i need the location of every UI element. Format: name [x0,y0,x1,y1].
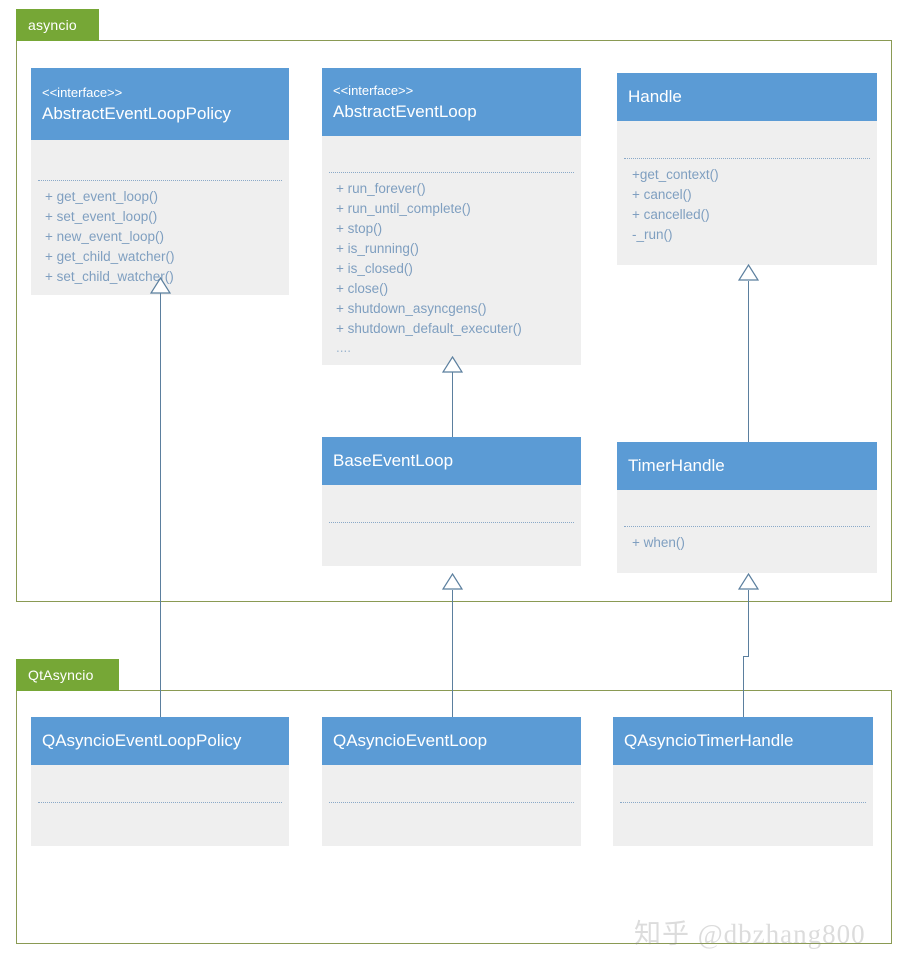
operation-item: + cancel() [632,187,692,202]
generalization-qtimerhandle-line-lower [743,656,744,717]
class-abstract-event-loop[interactable]: <<interface>> AbstractEventLoop + run_fo… [322,68,581,365]
operation-item: + cancelled() [632,207,710,222]
class-attributes [322,765,581,802]
class-stereotype: <<interface>> [42,84,123,100]
class-attributes [617,490,877,526]
generalization-timerhandle-line [748,281,749,442]
class-operations: +get_context() + cancel() + cancelled() … [617,159,877,253]
operation-item: + set_child_watcher() [45,269,174,284]
class-name: AbstractEventLoopPolicy [42,103,231,123]
class-attributes [322,136,581,172]
class-divider [329,802,574,803]
class-attributes [617,121,877,158]
class-handle[interactable]: Handle +get_context() + cancel() + cance… [617,73,877,265]
operation-item: + get_event_loop() [45,189,158,204]
class-divider [38,180,282,181]
operation-item: -_run() [632,227,673,242]
class-operations: + when() [617,527,877,561]
class-name: TimerHandle [628,456,725,475]
package-asyncio-tab: asyncio [16,9,99,41]
class-header: QAsyncioTimerHandle [613,717,873,765]
class-header: <<interface>> AbstractEventLoopPolicy [31,68,289,140]
operation-item: + is_running() [336,241,419,256]
class-operations [613,803,873,846]
class-name: QAsyncioEventLoop [333,731,488,750]
class-base-event-loop[interactable]: BaseEventLoop [322,437,581,566]
class-name: Handle [628,87,682,106]
operation-ellipsis: .... [336,340,352,355]
class-header: TimerHandle [617,442,877,490]
class-header: <<interface>> AbstractEventLoop [322,68,581,136]
operation-item: + get_child_watcher() [45,249,175,264]
class-divider [329,172,574,173]
generalization-qtimerhandle-line-upper [748,590,749,656]
class-name: BaseEventLoop [333,451,454,470]
class-operations [322,803,581,846]
class-divider [329,522,574,523]
class-divider [38,802,282,803]
package-qtasyncio-label: QtAsyncio [28,667,94,683]
generalization-policy-line [160,293,161,717]
operation-item: + run_until_complete() [336,201,471,216]
watermark: 知乎 @dbzhang800 [634,919,866,949]
class-name: QAsyncioTimerHandle [624,731,794,750]
class-name: AbstractEventLoop [333,101,477,121]
class-header: Handle [617,73,877,121]
class-attributes [31,765,289,802]
operation-item: + run_forever() [336,181,426,196]
class-name: QAsyncioEventLoopPolicy [42,731,242,750]
class-header: BaseEventLoop [322,437,581,485]
generalization-qeventloop-line [452,590,453,717]
operation-item: +get_context() [632,167,719,182]
package-qtasyncio-frame [16,690,892,944]
class-qasyncio-timer-handle[interactable]: QAsyncioTimerHandle [613,717,873,846]
package-asyncio-frame [16,40,892,602]
class-operations [322,523,581,566]
class-operations [31,803,289,846]
class-timer-handle[interactable]: TimerHandle + when() [617,442,877,573]
operation-item: + close() [336,281,389,296]
generalization-baseloop-line [452,372,453,437]
operation-item: + stop() [336,221,383,236]
class-attributes [322,485,581,522]
class-divider [624,526,870,527]
class-attributes [613,765,873,802]
package-asyncio-label: asyncio [28,17,77,33]
class-operations: + get_event_loop() + set_event_loop() + … [31,181,289,295]
class-divider [620,802,866,803]
class-operations: + run_forever() + run_until_complete() +… [322,173,581,365]
operation-item: + shutdown_asyncgens() [336,301,487,316]
class-stereotype: <<interface>> [333,82,414,98]
generalization-qtimerhandle-jog [743,656,749,657]
class-qasyncio-event-loop[interactable]: QAsyncioEventLoop [322,717,581,846]
class-abstract-event-loop-policy[interactable]: <<interface>> AbstractEventLoopPolicy + … [31,68,289,295]
class-header: QAsyncioEventLoopPolicy [31,717,289,765]
class-qasyncio-event-loop-policy[interactable]: QAsyncioEventLoopPolicy [31,717,289,846]
class-attributes [31,140,289,180]
operation-item: + new_event_loop() [45,229,164,244]
operation-item: + shutdown_default_executer() [336,321,522,336]
package-qtasyncio-tab: QtAsyncio [16,659,119,691]
operation-item: + set_event_loop() [45,209,158,224]
operation-item: + when() [632,535,685,550]
class-divider [624,158,870,159]
class-header: QAsyncioEventLoop [322,717,581,765]
operation-item: + is_closed() [336,261,413,276]
